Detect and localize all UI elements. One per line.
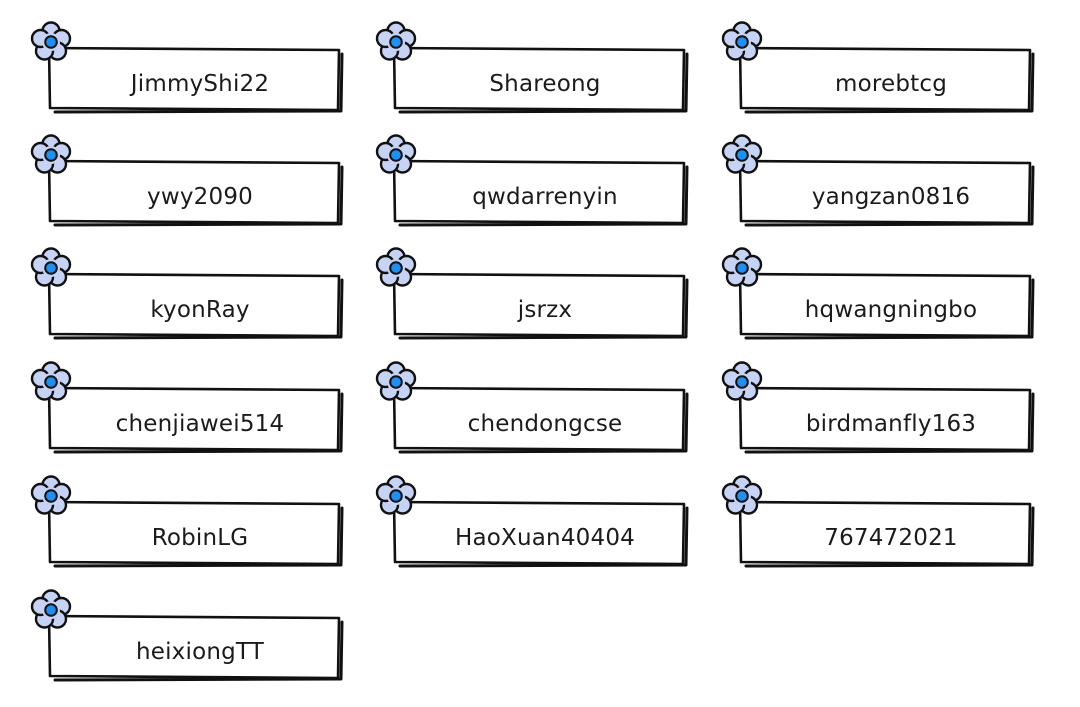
- contributor-card: yangzan0816: [721, 134, 1036, 230]
- contributor-card: JimmyShi22: [30, 21, 345, 117]
- contributor-name: 767472021: [824, 525, 958, 551]
- card-frame: [738, 46, 1035, 114]
- contributor-card: qwdarrenyin: [375, 134, 690, 230]
- contributor-card: hqwangningbo: [721, 247, 1036, 343]
- contributor-card: morebtcg: [721, 21, 1036, 117]
- card-frame: [392, 500, 689, 568]
- contributor-name: chendongcse: [467, 411, 623, 437]
- contributor-card: 767472021: [721, 475, 1036, 571]
- contributor-name: chenjiawei514: [115, 411, 285, 437]
- flower-icon: [375, 247, 417, 287]
- card-frame: [392, 46, 689, 114]
- contributor-name: qwdarrenyin: [472, 184, 618, 210]
- contributor-card: kyonRay: [30, 247, 345, 343]
- flower-icon: [375, 21, 417, 61]
- card-frame: [738, 159, 1035, 227]
- contributor-name: ywy2090: [147, 184, 253, 210]
- contributor-name: kyonRay: [150, 297, 250, 323]
- flower-icon: [721, 134, 763, 174]
- contributor-name: yangzan0816: [811, 184, 971, 210]
- card-frame: [738, 272, 1035, 340]
- contributor-name: birdmanfly163: [805, 411, 977, 437]
- contributor-name: heixiongTT: [135, 639, 265, 665]
- card-frame: [738, 386, 1035, 454]
- card-frame: [47, 46, 344, 114]
- contributor-card: birdmanfly163: [721, 361, 1036, 457]
- flower-icon: [30, 134, 72, 174]
- contributor-card: heixiongTT: [30, 589, 345, 685]
- card-frame: [47, 159, 344, 227]
- flower-icon: [375, 475, 417, 515]
- contributor-name: morebtcg: [834, 71, 948, 97]
- contributor-card: jsrzx: [375, 247, 690, 343]
- flower-icon: [30, 475, 72, 515]
- flower-icon: [375, 134, 417, 174]
- contributor-name: jsrzx: [517, 297, 573, 323]
- contributor-name: JimmyShi22: [130, 71, 270, 97]
- contributor-card: RobinLG: [30, 475, 345, 571]
- flower-icon: [721, 247, 763, 287]
- card-frame: [738, 500, 1035, 568]
- flower-icon: [721, 475, 763, 515]
- flower-icon: [721, 361, 763, 401]
- card-frame: [47, 500, 344, 568]
- flower-icon: [375, 361, 417, 401]
- contributor-card: Shareong: [375, 21, 690, 117]
- flower-icon: [30, 361, 72, 401]
- contributor-card: HaoXuan40404: [375, 475, 690, 571]
- contributor-name: hqwangningbo: [804, 297, 978, 323]
- flower-icon: [30, 247, 72, 287]
- flower-icon: [30, 589, 72, 629]
- contributor-name: Shareong: [489, 71, 601, 97]
- card-frame: [47, 614, 344, 682]
- contributor-card: ywy2090: [30, 134, 345, 230]
- contributor-card: chendongcse: [375, 361, 690, 457]
- card-frame: [392, 386, 689, 454]
- card-frame: [47, 386, 344, 454]
- card-frame: [392, 272, 689, 340]
- flower-icon: [30, 21, 72, 61]
- card-frame: [392, 159, 689, 227]
- card-frame: [47, 272, 344, 340]
- contributor-name: RobinLG: [151, 525, 249, 551]
- flower-icon: [721, 21, 763, 61]
- contributor-card: chenjiawei514: [30, 361, 345, 457]
- contributor-name: HaoXuan40404: [454, 525, 636, 551]
